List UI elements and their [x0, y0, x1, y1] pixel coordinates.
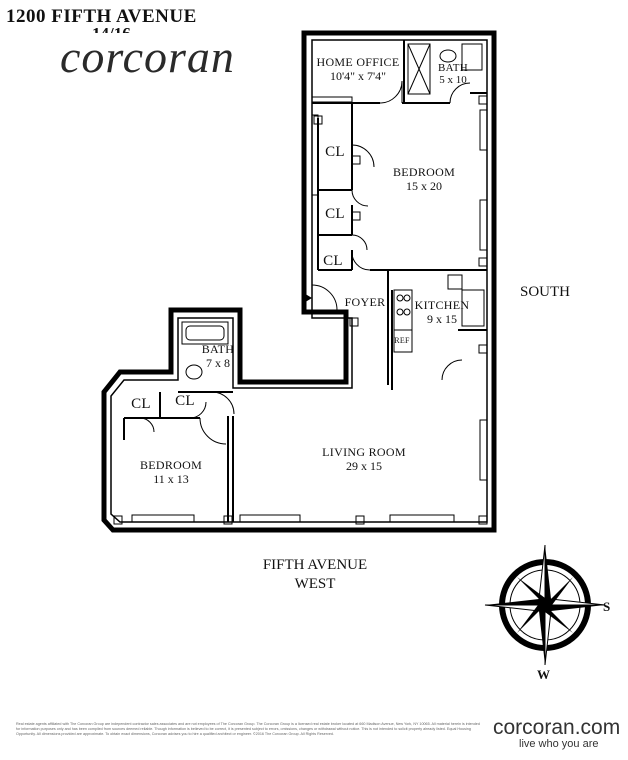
- room-name: KITCHEN: [414, 298, 470, 312]
- street-label: FIFTH AVENUE WEST: [230, 556, 400, 594]
- column-marker: [478, 344, 488, 354]
- column-marker: [113, 515, 123, 525]
- room-label-kitchen: KITCHEN 9 x 15: [412, 298, 472, 326]
- door-swing: [449, 82, 471, 104]
- window: [311, 114, 319, 196]
- toilet-fixture: [461, 43, 483, 71]
- brand-tagline: live who you are: [519, 738, 599, 750]
- room-label-home-office: HOME OFFICE 10'4" x 7'4": [312, 55, 404, 83]
- legal-disclaimer: Real estate agents affiliated with The C…: [16, 722, 480, 736]
- street-name: FIFTH AVENUE: [262, 557, 368, 573]
- room-name: BATH: [438, 62, 468, 74]
- corcoran-logo: corcoran: [60, 31, 235, 82]
- tub-fixture: [185, 325, 225, 341]
- room-label-bath-mid: BATH 7 x 8: [196, 342, 240, 370]
- window: [479, 109, 488, 151]
- corcoran-website-link[interactable]: corcoran.com: [493, 716, 621, 739]
- compass-west-letter: W: [537, 667, 550, 682]
- refrigerator-fixture: [393, 329, 413, 353]
- room-dimensions: 29 x 15: [346, 459, 382, 473]
- compass-south-letter: S: [603, 599, 611, 614]
- property-address: 1200 FIFTH AVENUE: [6, 6, 197, 27]
- column-marker: [349, 317, 359, 327]
- room-name: REF: [394, 336, 410, 345]
- burner: [396, 308, 404, 316]
- column-marker: [313, 115, 323, 125]
- exterior-wall-inner: [110, 39, 488, 523]
- door-swing: [441, 359, 463, 381]
- room-label-closet: CL: [126, 396, 156, 412]
- street-direction: WEST: [294, 576, 336, 592]
- room-name: CL: [175, 393, 195, 409]
- room-label-closet: CL: [170, 393, 200, 409]
- column-marker: [478, 95, 488, 105]
- sink-fixture: [439, 49, 457, 63]
- room-dimensions: 15 x 20: [406, 179, 442, 193]
- room-name: CL: [131, 396, 151, 412]
- entry-arrow-icon: [302, 292, 312, 304]
- exterior-wall: [101, 30, 497, 533]
- room-label-foyer: FOYER: [340, 295, 390, 309]
- window: [239, 514, 301, 523]
- room-label-living-room: LIVING ROOM 29 x 15: [312, 445, 416, 473]
- room-label-closet: CL: [320, 206, 350, 222]
- room-name: FOYER: [344, 295, 386, 309]
- room-dimensions: 10'4" x 7'4": [329, 69, 387, 83]
- room-dimensions: 9 x 15: [427, 312, 457, 326]
- door-swing-entry: [311, 284, 338, 311]
- counter-fixture: [461, 289, 485, 327]
- room-name: CL: [325, 206, 345, 222]
- burner: [403, 308, 411, 316]
- door-swing: [351, 249, 371, 271]
- room-dimensions: 11 x 13: [153, 472, 189, 486]
- room-name: BEDROOM: [139, 458, 203, 472]
- room-label-ref: REF: [393, 336, 411, 345]
- tub-fixture: [181, 321, 229, 345]
- door-swing: [199, 417, 227, 445]
- column-marker: [355, 515, 365, 525]
- unit-number: 14/16: [92, 24, 131, 33]
- column-marker: [351, 155, 361, 165]
- compass-rose: [484, 544, 606, 666]
- room-label-closet: CL: [320, 144, 350, 160]
- room-dimensions: 7 x 8: [206, 356, 230, 370]
- room-label-bath-top: BATH 5 x 10: [430, 62, 476, 86]
- room-name: HOME OFFICE: [316, 55, 400, 69]
- column-marker: [478, 257, 488, 267]
- column-marker: [223, 515, 233, 525]
- door-swing: [189, 401, 207, 419]
- window: [479, 199, 488, 251]
- window: [479, 419, 488, 481]
- door-swing: [351, 144, 375, 168]
- toilet-fixture: [185, 364, 203, 380]
- room-dimensions: 5 x 10: [439, 74, 467, 86]
- south-label: SOUTH: [520, 284, 571, 300]
- room-name: BEDROOM: [392, 165, 456, 179]
- window: [131, 514, 195, 523]
- burner: [396, 294, 404, 302]
- door-swing: [351, 234, 368, 251]
- window: [311, 96, 353, 103]
- door-swing: [139, 417, 155, 433]
- room-name: LIVING ROOM: [322, 445, 406, 459]
- shower-fixture: [407, 43, 431, 95]
- door-swing: [211, 391, 235, 415]
- room-name: BATH: [201, 342, 235, 356]
- counter-fixture: [447, 274, 463, 290]
- room-label-bedroom-second: BEDROOM 11 x 13: [128, 458, 214, 486]
- room-name: CL: [325, 144, 345, 160]
- room-label-bedroom-main: BEDROOM 15 x 20: [384, 165, 464, 193]
- room-name: CL: [323, 253, 343, 269]
- burner: [403, 294, 411, 302]
- window: [389, 514, 455, 523]
- column-marker: [478, 515, 488, 525]
- shower-fixture: [407, 43, 431, 95]
- door-swing: [379, 80, 403, 104]
- room-label-closet: CL: [318, 253, 348, 269]
- door-swing: [351, 189, 369, 207]
- column-marker: [351, 211, 361, 221]
